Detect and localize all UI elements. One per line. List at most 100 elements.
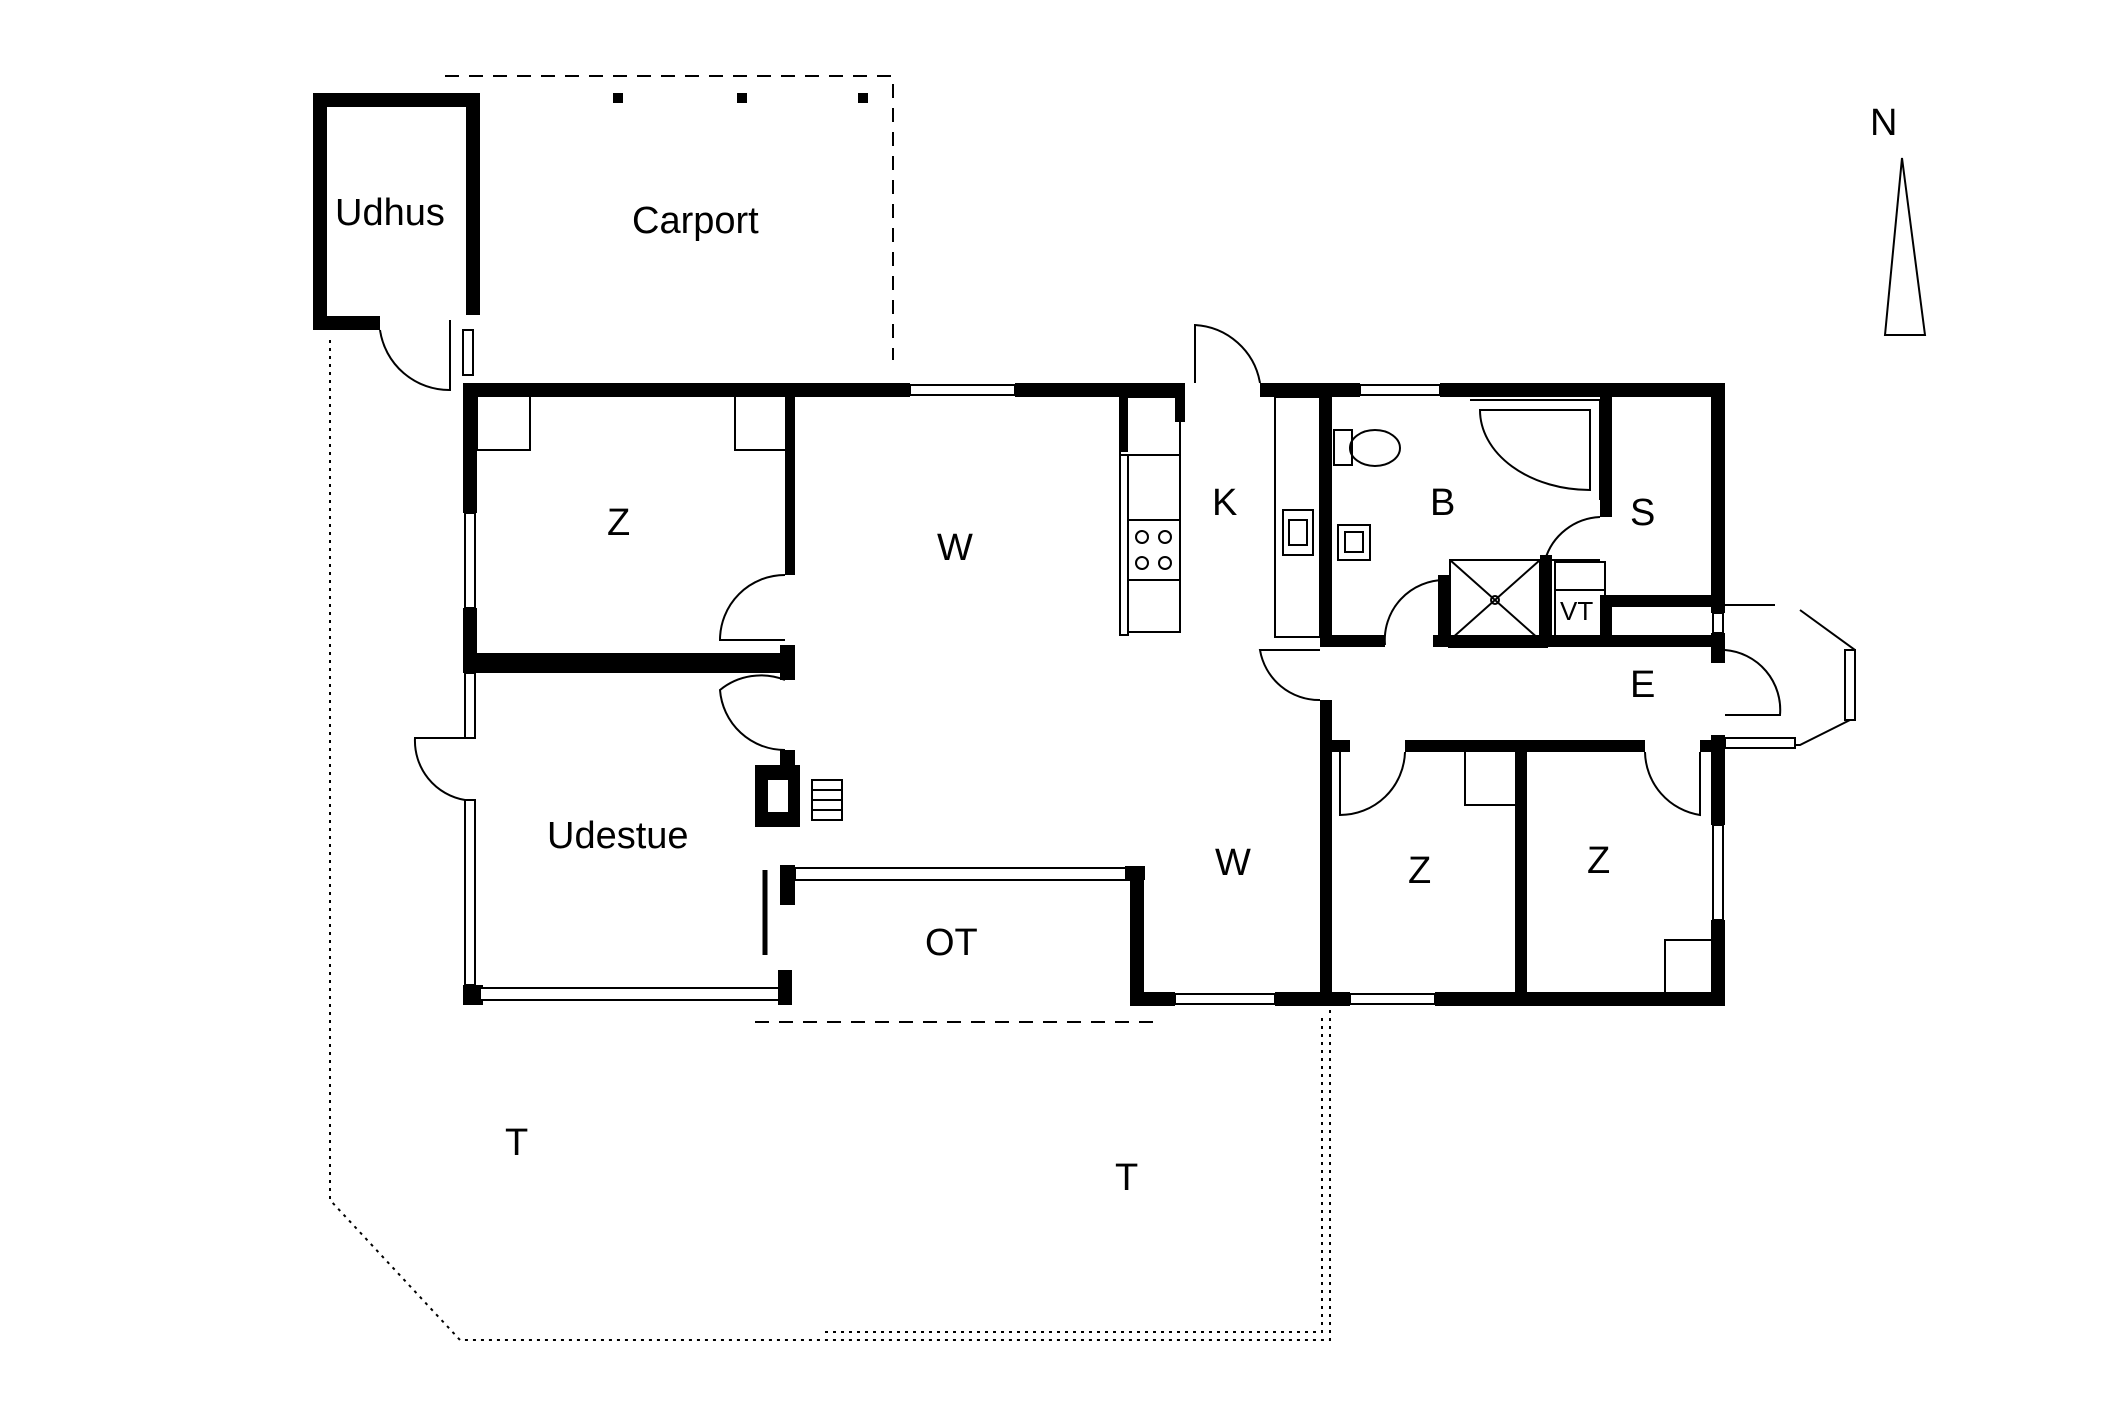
wall-east — [1711, 383, 1725, 613]
udestue-door-swing — [413, 737, 466, 801]
wood-box-lines — [812, 789, 842, 811]
window-north — [1359, 384, 1441, 396]
room-label-e: E — [1630, 664, 1655, 706]
wall-south — [1435, 992, 1725, 1006]
toilet — [1349, 429, 1401, 467]
counter — [1274, 396, 1321, 638]
wall-north — [465, 383, 910, 397]
window-south — [1349, 993, 1436, 1005]
window-east — [1712, 612, 1724, 634]
udhus-door-swing — [379, 320, 451, 392]
room-label-w-bottom: W — [1215, 842, 1251, 884]
wall-interior — [780, 865, 795, 905]
burner — [1135, 530, 1149, 544]
wall-interior — [785, 397, 795, 575]
carport-post — [737, 93, 747, 103]
room-label-z-right: Z — [1587, 840, 1610, 882]
room-label-z-top: Z — [607, 502, 630, 544]
room-label-udhus: Udhus — [335, 192, 445, 234]
wall-interior — [1320, 740, 1350, 752]
window-south — [1174, 993, 1276, 1005]
burner — [1158, 530, 1172, 544]
wall-south — [778, 970, 792, 1005]
room-label-z-mid: Z — [1408, 850, 1431, 892]
wall-interior — [1700, 740, 1725, 752]
room-label-carport: Carport — [632, 200, 759, 242]
wall-interior — [1600, 397, 1612, 517]
toilet-tank — [1333, 429, 1353, 466]
wall-interior — [1320, 635, 1385, 647]
room-label-t-left: T — [505, 1122, 528, 1164]
bay-window — [1724, 737, 1796, 749]
glass-partition — [794, 867, 1136, 881]
wall-interior — [1448, 636, 1548, 648]
window-east — [1712, 824, 1724, 921]
shower-drain — [1490, 595, 1500, 605]
wall-interior — [1125, 866, 1145, 880]
s-door-swing — [1543, 516, 1601, 561]
wall-north — [1260, 383, 1360, 397]
closet — [1664, 939, 1711, 992]
entrance-door-swing — [1724, 649, 1782, 716]
udhus-window — [462, 329, 474, 376]
room-label-vt: VT — [1560, 596, 1593, 626]
closet — [734, 397, 785, 451]
wall-west — [463, 985, 483, 1005]
wall-east — [1711, 735, 1725, 825]
udhus-wall — [313, 93, 480, 107]
wall-interior — [780, 750, 795, 770]
wall-north — [1015, 383, 1185, 397]
z-top-door-swing — [718, 574, 786, 641]
wall-north — [1440, 383, 1725, 397]
window-west — [464, 799, 476, 986]
wall-south — [1130, 992, 1175, 1006]
burner — [1158, 556, 1172, 570]
kitchen-counter — [1119, 397, 1180, 456]
fireplace-inner — [768, 780, 788, 812]
z-right-door-swing — [1644, 751, 1701, 817]
entrance-bay — [1725, 604, 1857, 746]
carport-post — [858, 93, 868, 103]
burner — [1135, 556, 1149, 570]
stove — [1127, 519, 1181, 581]
udhus-wall — [313, 316, 380, 330]
z-mid-door-swing — [1339, 751, 1406, 817]
udestue-inner-door-swing — [718, 674, 786, 752]
room-label-w-top: W — [937, 527, 973, 569]
wall-interior — [1320, 700, 1332, 1000]
wall-interior — [1600, 595, 1725, 607]
window-north — [909, 384, 1016, 396]
bath-sink — [1337, 524, 1371, 561]
wall-south — [1275, 992, 1350, 1006]
window-west — [464, 672, 476, 739]
wall-interior — [780, 645, 795, 680]
wall-interior — [1438, 575, 1450, 645]
north-arrow-icon — [1883, 157, 1927, 336]
closet — [1464, 752, 1515, 806]
wall-interior — [1600, 597, 1612, 647]
udhus-wall — [466, 93, 480, 315]
compass-label: N — [1870, 102, 1897, 144]
room-label-t-right: T — [1115, 1157, 1138, 1199]
kitchen-window — [1119, 454, 1129, 636]
wall-interior — [1175, 397, 1185, 422]
wall-west — [463, 383, 477, 513]
room-label-ot: OT — [925, 922, 978, 964]
wall-south-udestue-window — [479, 987, 781, 1001]
terrace-railing — [825, 1015, 1323, 1333]
wall-interior — [465, 653, 795, 673]
wall-interior — [1515, 740, 1527, 1000]
bathtub-outer — [1470, 399, 1601, 500]
window-west — [464, 512, 476, 609]
e-door-swing — [1258, 649, 1321, 702]
wall-ot-east — [1130, 866, 1144, 1005]
bath-sink-basin — [1344, 531, 1364, 553]
sink-basin — [1288, 519, 1308, 546]
closet — [476, 397, 531, 451]
carport-outline — [445, 75, 894, 360]
room-label-k: K — [1212, 482, 1237, 524]
room-label-udestue: Udestue — [547, 815, 689, 857]
bay-window — [1844, 649, 1856, 721]
wall-east — [1711, 920, 1725, 1006]
